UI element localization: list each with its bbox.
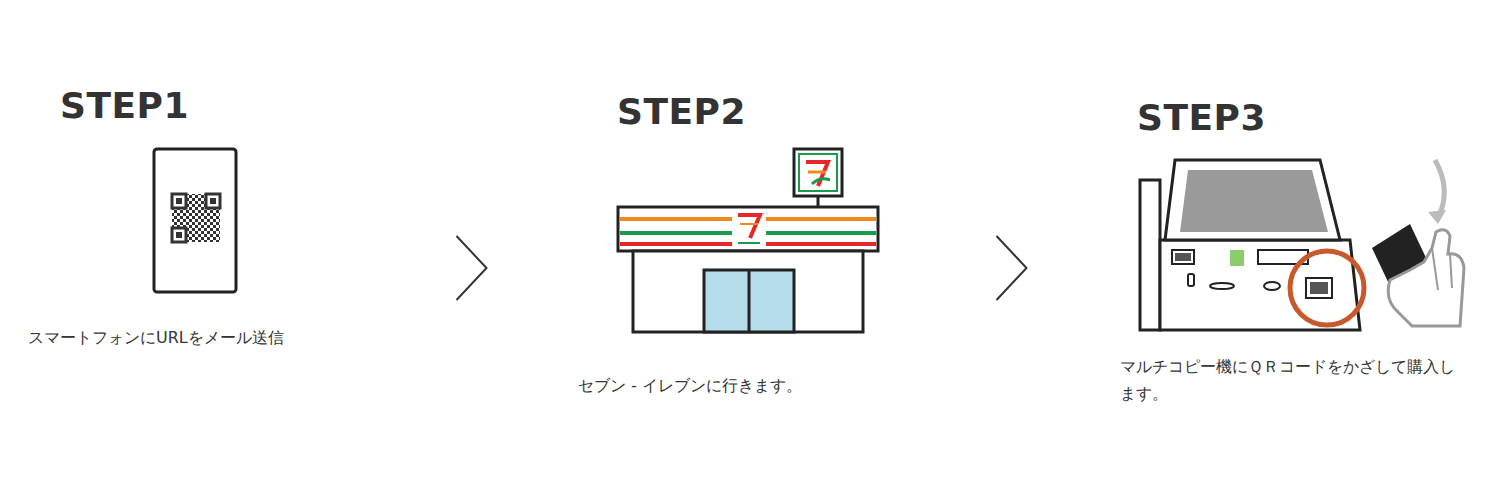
chevron-head xyxy=(997,236,1027,300)
step-title: STEP2 xyxy=(617,91,746,132)
step-block: STEP2 セブン - イレブンに行きます。 xyxy=(575,88,905,403)
chevron-connector xyxy=(457,236,487,300)
step-title: STEP1 xyxy=(60,85,189,126)
step-title: STEP3 xyxy=(1137,97,1266,138)
step-text: セブン - イレブンに行きます。 xyxy=(578,372,898,399)
hand-phone-icon xyxy=(1372,160,1464,326)
step-text: マルチコピー機にＱＲコードをかざして購入します。 xyxy=(1120,353,1470,407)
copy-machine-icon xyxy=(1140,160,1364,330)
step-block: STEP3 マルチコピー機にＱＲコードをかざして購入します。 xyxy=(1118,95,1470,421)
step-block: STEP1 スマートフォンにURLをメール送信 xyxy=(28,80,368,356)
store-icon xyxy=(618,149,878,332)
chevron-connector xyxy=(997,236,1027,300)
chevron-head xyxy=(457,236,487,300)
step-text: スマートフォンにURLをメール送信 xyxy=(28,324,368,351)
smartphone-icon xyxy=(154,149,236,292)
